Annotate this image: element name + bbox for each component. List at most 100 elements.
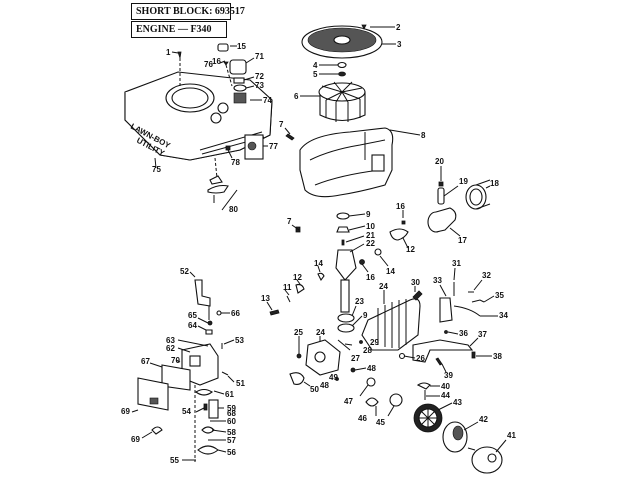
callout-30: 30 <box>411 278 420 287</box>
flywheel-part-6 <box>318 81 366 122</box>
callout-27: 27 <box>351 354 360 363</box>
callout-53: 53 <box>235 336 244 345</box>
pin-part-38 <box>471 351 476 359</box>
callout-65: 65 <box>188 311 197 320</box>
callout-80: 80 <box>229 205 238 214</box>
callout-42: 42 <box>479 415 488 424</box>
callout-63: 63 <box>166 336 175 345</box>
callout-29: 29 <box>370 338 379 347</box>
callout-13: 13 <box>261 294 270 303</box>
callout-74: 74 <box>263 96 272 105</box>
callout-70: 70 <box>171 356 180 365</box>
starter-cover-part-41 <box>467 446 503 474</box>
callout-69-lower: 69 <box>131 435 140 444</box>
callout-52: 52 <box>180 267 189 276</box>
spring-part-46 <box>365 397 379 407</box>
cap-part-15 <box>217 43 229 52</box>
callout-3: 3 <box>397 40 402 49</box>
screw-part-36 <box>444 330 448 334</box>
callout-18: 18 <box>490 179 499 188</box>
callout-35: 35 <box>495 291 504 300</box>
callout-39: 39 <box>444 371 453 380</box>
callout-28: 28 <box>363 346 372 355</box>
callout-66: 66 <box>231 309 240 318</box>
callout-15: 15 <box>237 42 246 51</box>
callout-19: 19 <box>459 177 468 186</box>
spring-part-73 <box>233 84 247 92</box>
lever-part-80 <box>207 184 229 194</box>
callout-14-right: 14 <box>386 267 395 276</box>
callout-33: 33 <box>433 276 442 285</box>
starter-cup-part-3 <box>301 25 383 59</box>
clip-part-69-lower <box>151 426 163 435</box>
callout-22: 22 <box>366 239 375 248</box>
callout-23: 23 <box>355 297 364 306</box>
screw-part-48-left <box>335 377 339 381</box>
callout-67: 67 <box>141 357 150 366</box>
callout-48-left: 48 <box>320 381 329 390</box>
callout-57: 57 <box>227 436 236 445</box>
callout-64: 64 <box>188 321 197 330</box>
callout-60: 60 <box>227 417 236 426</box>
callout-1: 1 <box>166 48 171 57</box>
washer-part-64 <box>205 329 213 335</box>
callout-6: 6 <box>294 92 299 101</box>
callout-69-upper: 69 <box>121 407 130 416</box>
callout-21: 21 <box>366 231 375 240</box>
callout-46: 46 <box>358 414 367 423</box>
callout-7-upper: 7 <box>279 120 284 129</box>
callout-26: 26 <box>416 354 425 363</box>
pawl-part-45 <box>389 393 403 407</box>
screw-part-1 <box>177 51 182 86</box>
callout-75: 75 <box>152 165 161 174</box>
washer-part-5 <box>338 71 346 77</box>
pawl-part-40 <box>416 382 431 390</box>
screw-part-16 <box>223 61 229 66</box>
ring-part-23 <box>337 313 355 323</box>
valve-part-59 <box>208 399 219 419</box>
arm-part-52 <box>194 279 211 307</box>
callout-47: 47 <box>344 397 353 406</box>
callout-51: 51 <box>236 379 245 388</box>
spring-part-35 <box>471 299 485 303</box>
callout-2: 2 <box>396 23 401 32</box>
washer-part-72 <box>233 77 245 84</box>
callout-50: 50 <box>310 385 319 394</box>
callout-34: 34 <box>499 311 508 320</box>
cylinder-block-part-24 <box>361 298 421 351</box>
callout-16-lower: 16 <box>366 273 375 282</box>
knob-part-71 <box>229 59 247 75</box>
link-part-34 <box>453 305 481 317</box>
spark-plug-part-30 <box>412 290 423 301</box>
callout-38: 38 <box>493 352 502 361</box>
carburetor-part-24 <box>305 339 341 376</box>
callout-48-right: 48 <box>367 364 376 373</box>
callout-24-lower: 24 <box>316 328 325 337</box>
cylinder-part-17 <box>427 207 457 233</box>
clip-part-14-left <box>317 272 325 282</box>
ring-part-66 <box>216 310 222 316</box>
screw-part-16-upper <box>401 220 406 225</box>
link-part-50 <box>289 372 305 385</box>
nut-part-4 <box>337 61 347 69</box>
pulley-part-43 <box>413 403 443 433</box>
callout-8: 8 <box>421 131 426 140</box>
callout-49: 49 <box>329 373 338 382</box>
bracket-part-33 <box>439 297 453 323</box>
bearing-part-16 <box>359 259 365 265</box>
engine-model-label: ENGINE — F340 <box>131 21 227 38</box>
callout-4: 4 <box>313 61 318 70</box>
callout-37: 37 <box>478 330 487 339</box>
gasket-part-27 <box>337 339 351 351</box>
filter-cover-part-69 <box>137 377 169 411</box>
callout-45: 45 <box>376 418 385 427</box>
lever-part-79 <box>209 175 223 185</box>
starter-housing-part-42 <box>442 421 468 453</box>
callout-44: 44 <box>441 391 450 400</box>
screw-part-54 <box>203 403 208 411</box>
fuel-cap-part-74 <box>233 92 247 104</box>
screw-part-51 <box>221 371 229 376</box>
plug-part-14-right <box>374 248 382 256</box>
leader-lines <box>131 26 507 461</box>
